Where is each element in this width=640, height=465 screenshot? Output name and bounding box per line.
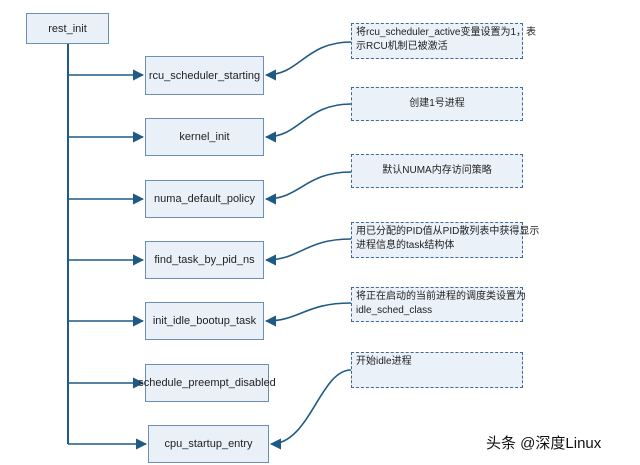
function-box-idle: init_idle_bootup_task [145, 302, 264, 340]
function-box-numa: numa_default_policy [145, 180, 264, 218]
note-kinit-line-1: 创建1号进程 [409, 98, 465, 109]
note-connector-find [264, 238, 352, 266]
note-find-line-2: 进程信息的task结构体 [356, 240, 455, 251]
note-connector-cpu [269, 369, 352, 450]
function-label-numa: numa_default_policy [154, 193, 255, 205]
function-label-cpu: cpu_startup_entry [164, 438, 253, 450]
note-connector-numa [264, 171, 352, 205]
note-idle-line-2: idle_sched_class [356, 305, 433, 316]
function-box-find: find_task_by_pid_ns [145, 241, 264, 279]
function-box-cpu: cpu_startup_entry [148, 425, 269, 463]
function-label-find: find_task_by_pid_ns [154, 254, 255, 266]
note-cpu-line-1: 开始idle进程 [356, 356, 412, 367]
function-box-sched: schedule_preempt_disabled [138, 364, 276, 402]
note-numa-line-1: 默认NUMA内存访问策略 [382, 165, 492, 176]
note-idle-line-1: 将正在启动的当前进程的调度类设置为 [356, 291, 526, 302]
note-kinit: 创建1号进程 [351, 87, 523, 121]
note-connector-kinit [264, 103, 352, 143]
note-rcu-line-1: 将rcu_scheduler_active变量设置为1，表 [356, 27, 537, 38]
function-box-kinit: kernel_init [145, 118, 264, 156]
root-function-box: rest_init [26, 13, 109, 44]
function-label-rcu: rcu_scheduler_starting [148, 69, 261, 82]
note-connector-rcu [264, 41, 352, 81]
function-label-sched: schedule_preempt_disabled [138, 377, 276, 389]
function-box-rcu: rcu_scheduler_starting [145, 56, 264, 95]
note-find: 用已分配的PID值从PID散列表中获得显示 进程信息的task结构体 [351, 222, 540, 258]
root-function-label: rest_init [48, 22, 87, 35]
note-cpu: 开始idle进程 [351, 352, 523, 388]
function-label-kinit: kernel_init [179, 131, 230, 143]
function-label-idle: init_idle_bootup_task [152, 315, 257, 327]
note-connector-idle [264, 302, 352, 327]
note-idle: 将正在启动的当前进程的调度类设置为 idle_sched_class [351, 287, 526, 322]
note-find-line-1: 用已分配的PID值从PID散列表中获得显示 [356, 226, 540, 237]
note-rcu: 将rcu_scheduler_active变量设置为1，表 示RCU机制已被激活 [351, 23, 537, 59]
watermark-text: 头条 @深度Linux [486, 435, 602, 452]
note-numa: 默认NUMA内存访问策略 [351, 154, 523, 188]
note-rcu-line-2: 示RCU机制已被激活 [356, 41, 448, 52]
